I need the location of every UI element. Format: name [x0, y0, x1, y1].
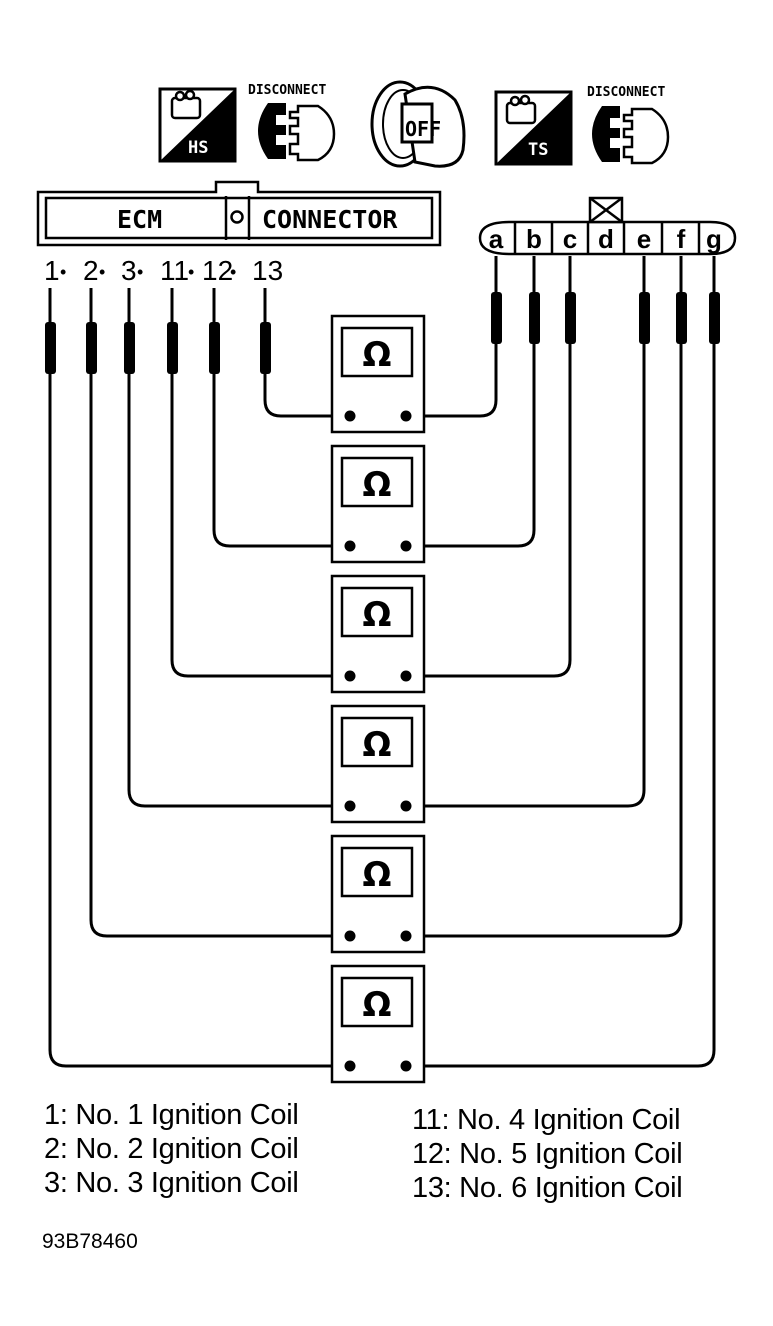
pin-separator: • — [230, 262, 236, 282]
probe-ecm-3 — [124, 322, 135, 374]
pin-separator: • — [99, 262, 105, 282]
ohmmeters: Ω Ω Ω Ω Ω Ω — [330, 314, 426, 1084]
ohm-symbol-icon: Ω — [363, 335, 392, 375]
lead-ecm-13 — [263, 288, 350, 418]
ts-label: TS — [528, 140, 548, 160]
ohm-symbol-icon: Ω — [363, 465, 392, 505]
meter-terminal-right — [400, 540, 412, 552]
lead-ecm-3 — [127, 288, 350, 808]
coil-pin-label-c: c — [563, 224, 577, 254]
ohmmeter: Ω — [330, 444, 426, 564]
pin-separator: • — [188, 262, 194, 282]
lead-coil-f — [406, 256, 683, 938]
ohmmeter: Ω — [330, 964, 426, 1084]
connector-label: CONNECTOR — [262, 205, 398, 234]
ecm-connector: ECM CONNECTOR — [36, 180, 442, 247]
probe-coil-b — [529, 292, 540, 344]
meter-terminal-right — [400, 670, 412, 682]
hot-start-icon: HS — [158, 87, 237, 163]
legend-item: 3: No. 3 Ignition Coil — [44, 1167, 299, 1199]
disconnect-connector-icon: DISCONNECT — [587, 85, 670, 165]
pin-separator: • — [137, 262, 143, 282]
off-label: OFF — [405, 117, 441, 141]
legend-item: 11: No. 4 Ignition Coil — [412, 1104, 681, 1136]
disconnect-connector-icon: DISCONNECT — [248, 83, 336, 162]
ohm-symbol-icon: Ω — [363, 725, 392, 765]
ecm-pin-label: 13 — [252, 255, 283, 286]
ignition-key-off-icon: OFF — [370, 80, 466, 168]
ohm-symbol-icon: Ω — [363, 855, 392, 895]
ohmmeter: Ω — [330, 834, 426, 954]
ecm-pin-label: 12 — [202, 255, 233, 286]
probe-ecm-11 — [167, 322, 178, 374]
pin-separator: • — [60, 262, 66, 282]
meter-terminal-left — [344, 800, 356, 812]
coil-pin-label-a: a — [489, 224, 504, 254]
legend-left: 1: No. 1 Ignition Coil 2: No. 2 Ignition… — [44, 1098, 299, 1200]
ecm-pin-label: 1 — [44, 255, 60, 286]
meter-display — [340, 716, 414, 768]
meter-terminal-right — [400, 800, 412, 812]
meter-display — [340, 456, 414, 508]
lead-coil-g — [406, 256, 716, 1068]
coil-pin-label-f: f — [677, 224, 686, 254]
lead-ecm-1 — [48, 288, 350, 1068]
coil-pin-label-d: d — [598, 224, 614, 254]
probe-coil-c — [565, 292, 576, 344]
probe-coil-f — [676, 292, 687, 344]
meter-terminal-left — [344, 540, 356, 552]
hs-label: HS — [188, 138, 208, 158]
meter-terminal-right — [400, 930, 412, 942]
disconnect-label: DISCONNECT — [248, 83, 326, 98]
meter-terminal-left — [344, 410, 356, 422]
legend-item: 13: No. 6 Ignition Coil — [412, 1172, 683, 1204]
ohm-symbol-icon: Ω — [363, 595, 392, 635]
lead-coil-a — [406, 256, 498, 418]
disconnect-label: DISCONNECT — [587, 85, 665, 100]
figure-id: 93B78460 — [42, 1230, 138, 1253]
meter-display — [340, 846, 414, 898]
ecm-pin-label: 11 — [160, 255, 189, 286]
lead-ecm-12 — [212, 288, 350, 548]
legend-item: 1: No. 1 Ignition Coil — [44, 1099, 299, 1131]
meter-display — [340, 326, 414, 378]
probe-ecm-13 — [260, 322, 271, 374]
ecm-pin-labels: 1•2•3•11•12•13 — [44, 255, 283, 286]
ecm-pin-label: 2 — [83, 255, 99, 286]
lead-coil-b — [406, 256, 536, 548]
coil-pin-label-g: g — [706, 224, 722, 254]
meter-display — [340, 976, 414, 1028]
probe-ecm-2 — [86, 322, 97, 374]
test-start-icon: TS — [494, 90, 573, 166]
ecm-pin-label: 3 — [121, 255, 137, 286]
legend-right: 11: No. 4 Ignition Coil 12: No. 5 Igniti… — [412, 1103, 683, 1205]
probe-ecm-1 — [45, 322, 56, 374]
meter-terminal-left — [344, 670, 356, 682]
probe-coil-a — [491, 292, 502, 344]
lead-coil-e — [406, 256, 646, 808]
ohmmeter: Ω — [330, 314, 426, 434]
meter-terminal-left — [344, 930, 356, 942]
legend-item: 2: No. 2 Ignition Coil — [44, 1133, 299, 1165]
ecm-label: ECM — [117, 205, 162, 234]
ohm-symbol-icon: Ω — [363, 985, 392, 1025]
coil-pin-label-e: e — [637, 224, 651, 254]
lead-coil-c — [406, 256, 572, 678]
coil-pin-label-b: b — [526, 224, 542, 254]
probe-coil-g — [709, 292, 720, 344]
ohmmeter: Ω — [330, 704, 426, 824]
test-leads — [45, 256, 720, 1068]
ohmmeter: Ω — [330, 574, 426, 694]
meter-display — [340, 586, 414, 638]
lead-ecm-11 — [170, 288, 350, 678]
probe-coil-e — [639, 292, 650, 344]
probe-ecm-12 — [209, 322, 220, 374]
meter-terminal-left — [344, 1060, 356, 1072]
meter-terminal-right — [400, 410, 412, 422]
lead-ecm-2 — [89, 288, 350, 938]
meter-terminal-right — [400, 1060, 412, 1072]
legend-item: 12: No. 5 Ignition Coil — [412, 1138, 683, 1170]
